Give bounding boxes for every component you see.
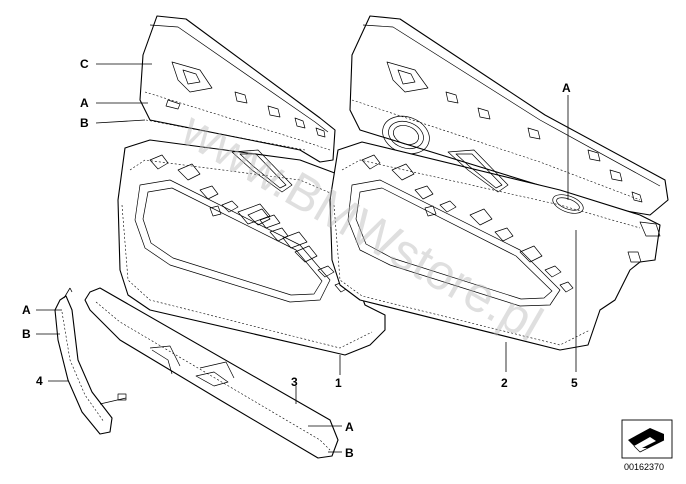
callout-b-handle: B	[22, 327, 31, 341]
callout-a-left-door: A	[80, 96, 89, 110]
callout-5: 5	[571, 376, 578, 390]
callout-3: 3	[291, 375, 298, 389]
callout-b-left-door: B	[80, 116, 89, 130]
door-panel-right	[329, 15, 669, 351]
callout-4: 4	[36, 374, 43, 388]
callout-2: 2	[501, 376, 508, 390]
leader-lines	[36, 63, 577, 453]
door-panel-left	[117, 15, 386, 356]
callout-c-left-door: C	[80, 57, 89, 71]
callout-1: 1	[335, 376, 342, 390]
part-number: 00162370	[624, 462, 664, 472]
callout-a-right-door: A	[562, 81, 571, 95]
pull-handle-trim	[54, 287, 127, 435]
car-orientation-arrow-icon	[621, 419, 673, 459]
callout-a-armrest: A	[345, 420, 354, 434]
callout-a-handle: A	[22, 303, 31, 317]
callout-b-armrest: B	[345, 446, 354, 460]
armrest-trim	[84, 287, 339, 459]
